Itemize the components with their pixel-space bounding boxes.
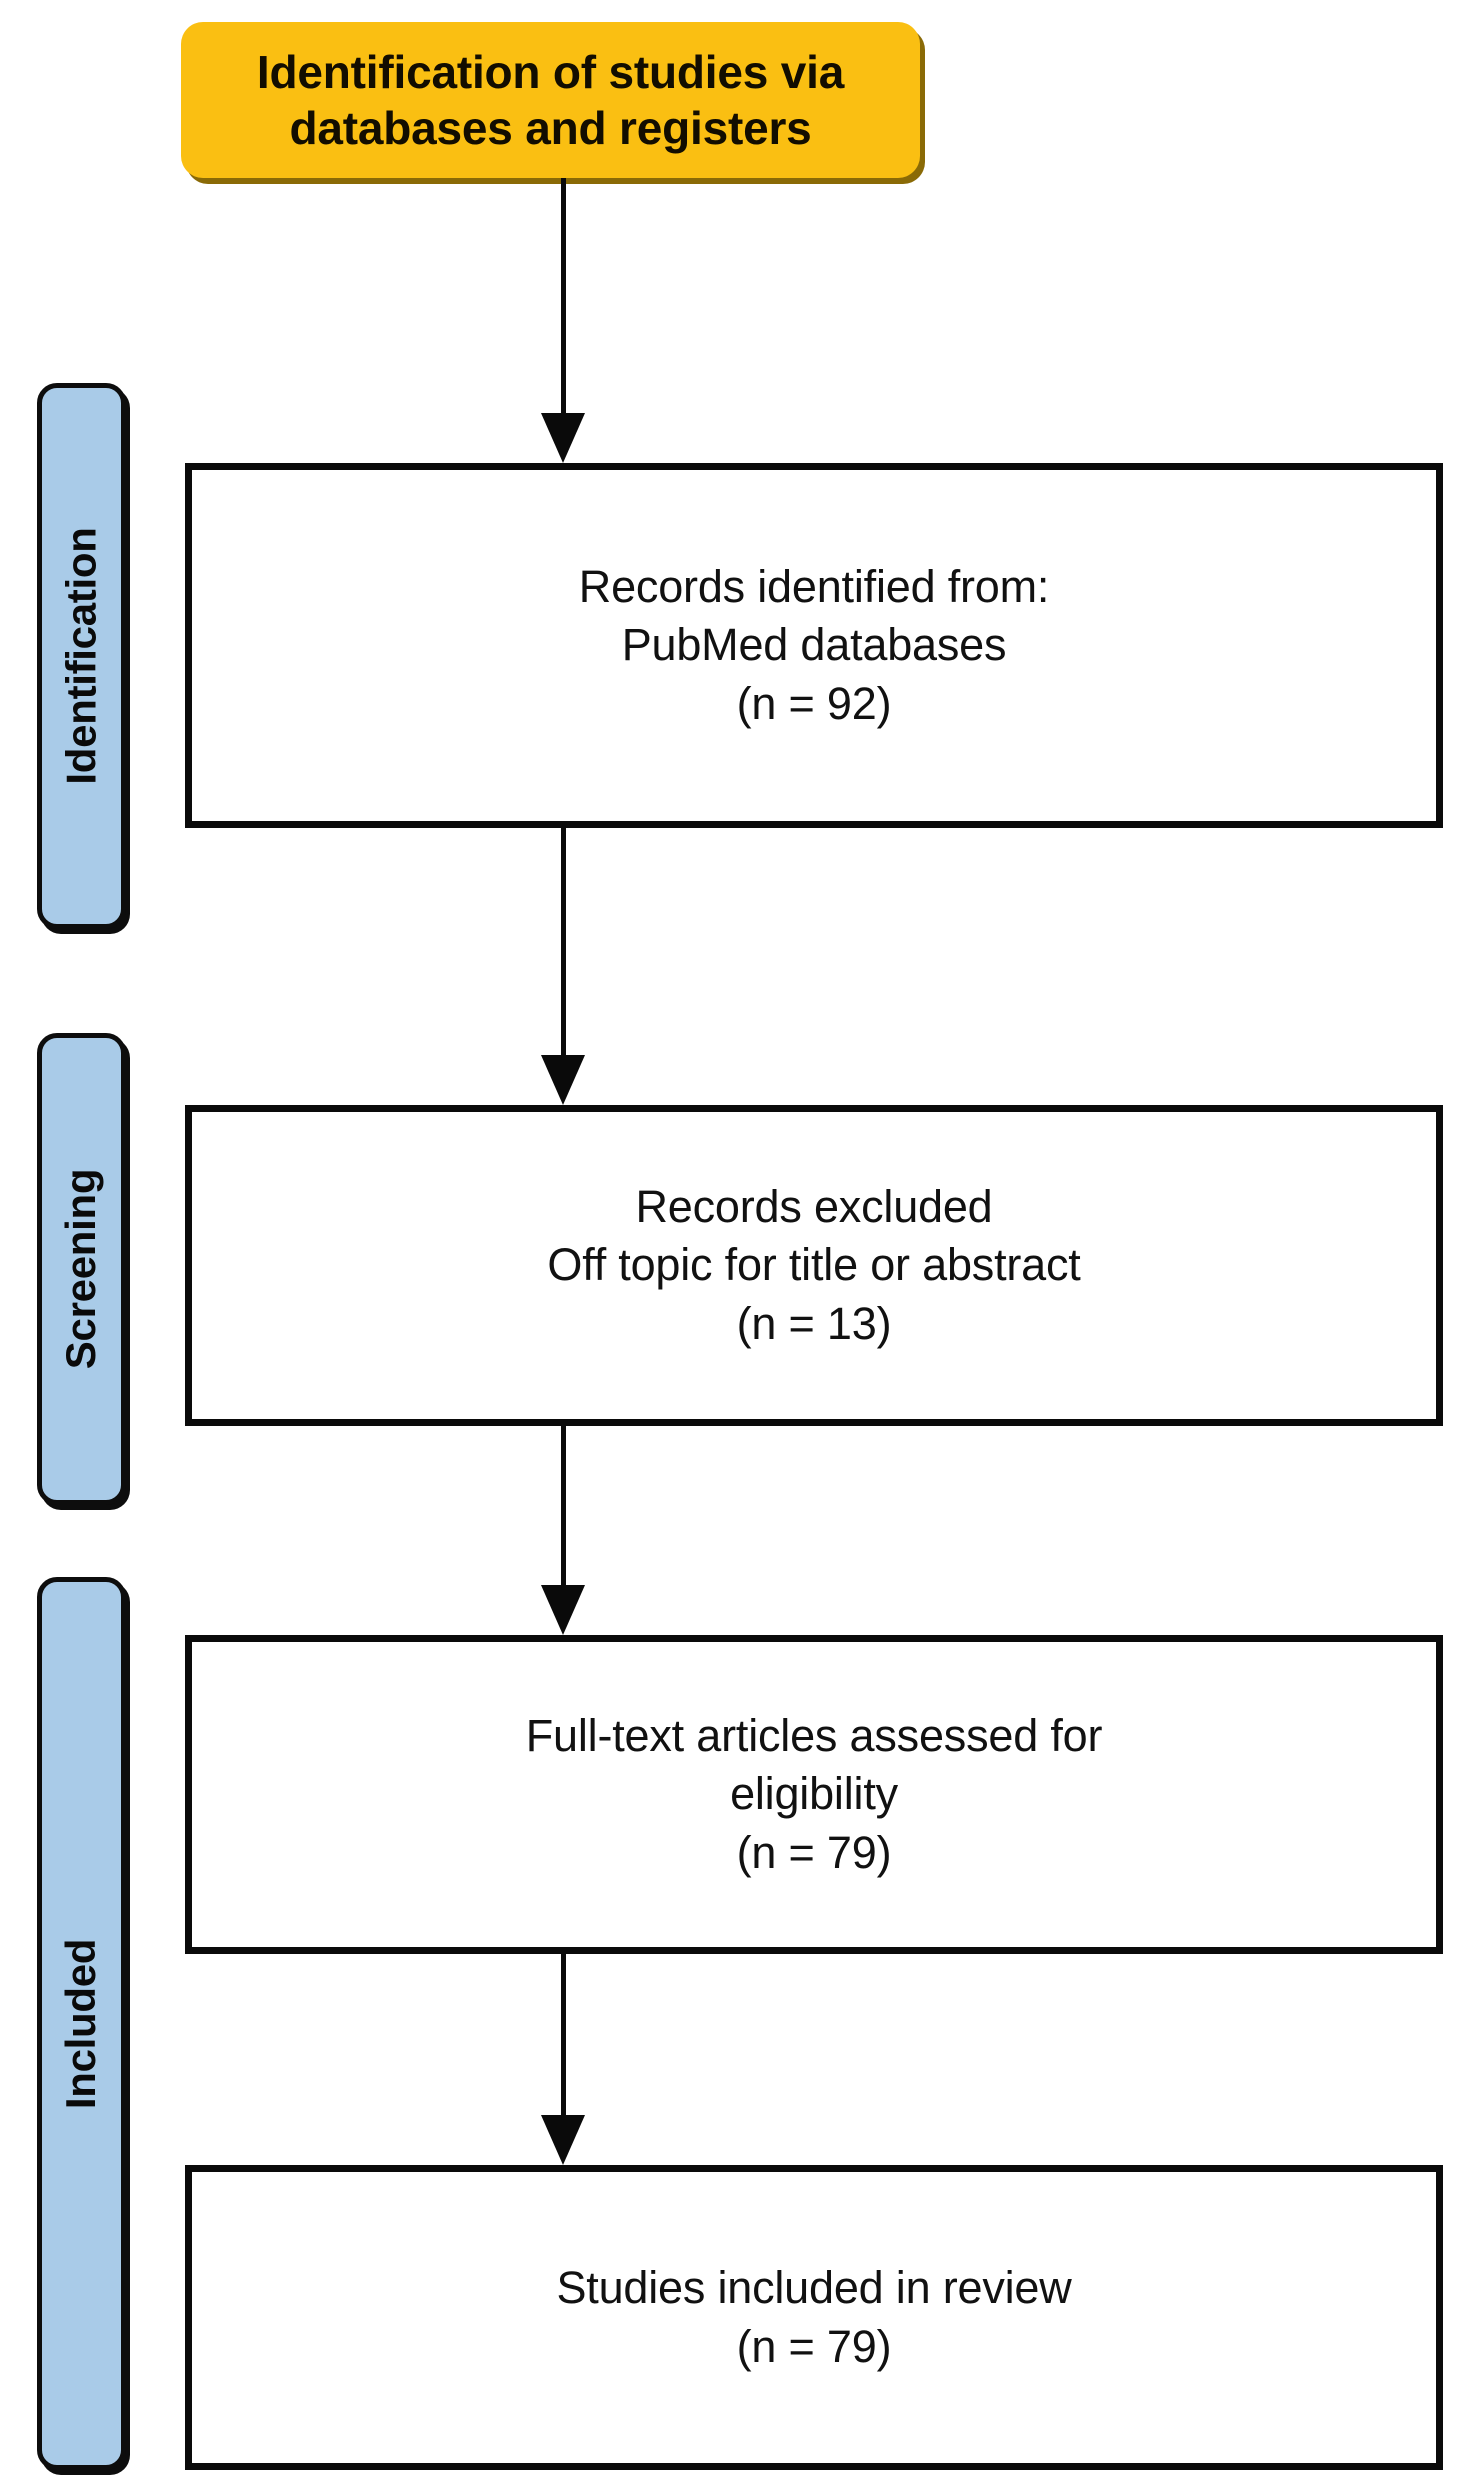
section-header-identification-via-databases: Identification of studies via databases … bbox=[181, 22, 920, 178]
section-header-label: Identification of studies via databases … bbox=[256, 45, 845, 154]
stage-tab-screening-label: Screening bbox=[57, 1168, 105, 1370]
arrow-head-icon bbox=[541, 1055, 585, 1105]
arrow-head-icon bbox=[541, 413, 585, 463]
flow-box-fulltext-assessed-text: Full-text articles assessed for eligibil… bbox=[525, 1709, 1103, 1878]
flow-box-records-identified: Records identified from: PubMed database… bbox=[185, 463, 1443, 828]
flow-box-studies-included: Studies included in review (n = 79) bbox=[185, 2165, 1443, 2470]
arrow-shaft bbox=[561, 1954, 566, 2115]
arrow-records-excluded-to-fulltext-assessed bbox=[541, 1426, 585, 1635]
flow-box-studies-included-text: Studies included in review (n = 79) bbox=[556, 2262, 1072, 2372]
arrow-fulltext-assessed-to-studies-included bbox=[541, 1954, 585, 2165]
arrow-head-icon bbox=[541, 2115, 585, 2165]
stage-tab-identification-label: Identification bbox=[57, 527, 105, 785]
arrow-head-icon bbox=[541, 1585, 585, 1635]
flow-box-records-excluded-text: Records excluded Off topic for title or … bbox=[547, 1180, 1081, 1349]
stage-tab-identification: Identification bbox=[37, 383, 126, 929]
stage-tab-screening: Screening bbox=[37, 1033, 126, 1505]
stage-tab-included-label: Included bbox=[57, 1938, 105, 2109]
arrow-records-identified-to-records-excluded bbox=[541, 828, 585, 1105]
flow-box-fulltext-assessed: Full-text articles assessed for eligibil… bbox=[185, 1635, 1443, 1954]
arrow-header-to-records-identified bbox=[541, 178, 585, 463]
arrow-shaft bbox=[561, 178, 566, 413]
arrow-shaft bbox=[561, 1426, 566, 1585]
stage-tab-included: Included bbox=[37, 1577, 126, 2470]
flow-box-records-excluded: Records excluded Off topic for title or … bbox=[185, 1105, 1443, 1426]
flow-box-records-identified-text: Records identified from: PubMed database… bbox=[578, 560, 1050, 729]
arrow-shaft bbox=[561, 828, 566, 1055]
